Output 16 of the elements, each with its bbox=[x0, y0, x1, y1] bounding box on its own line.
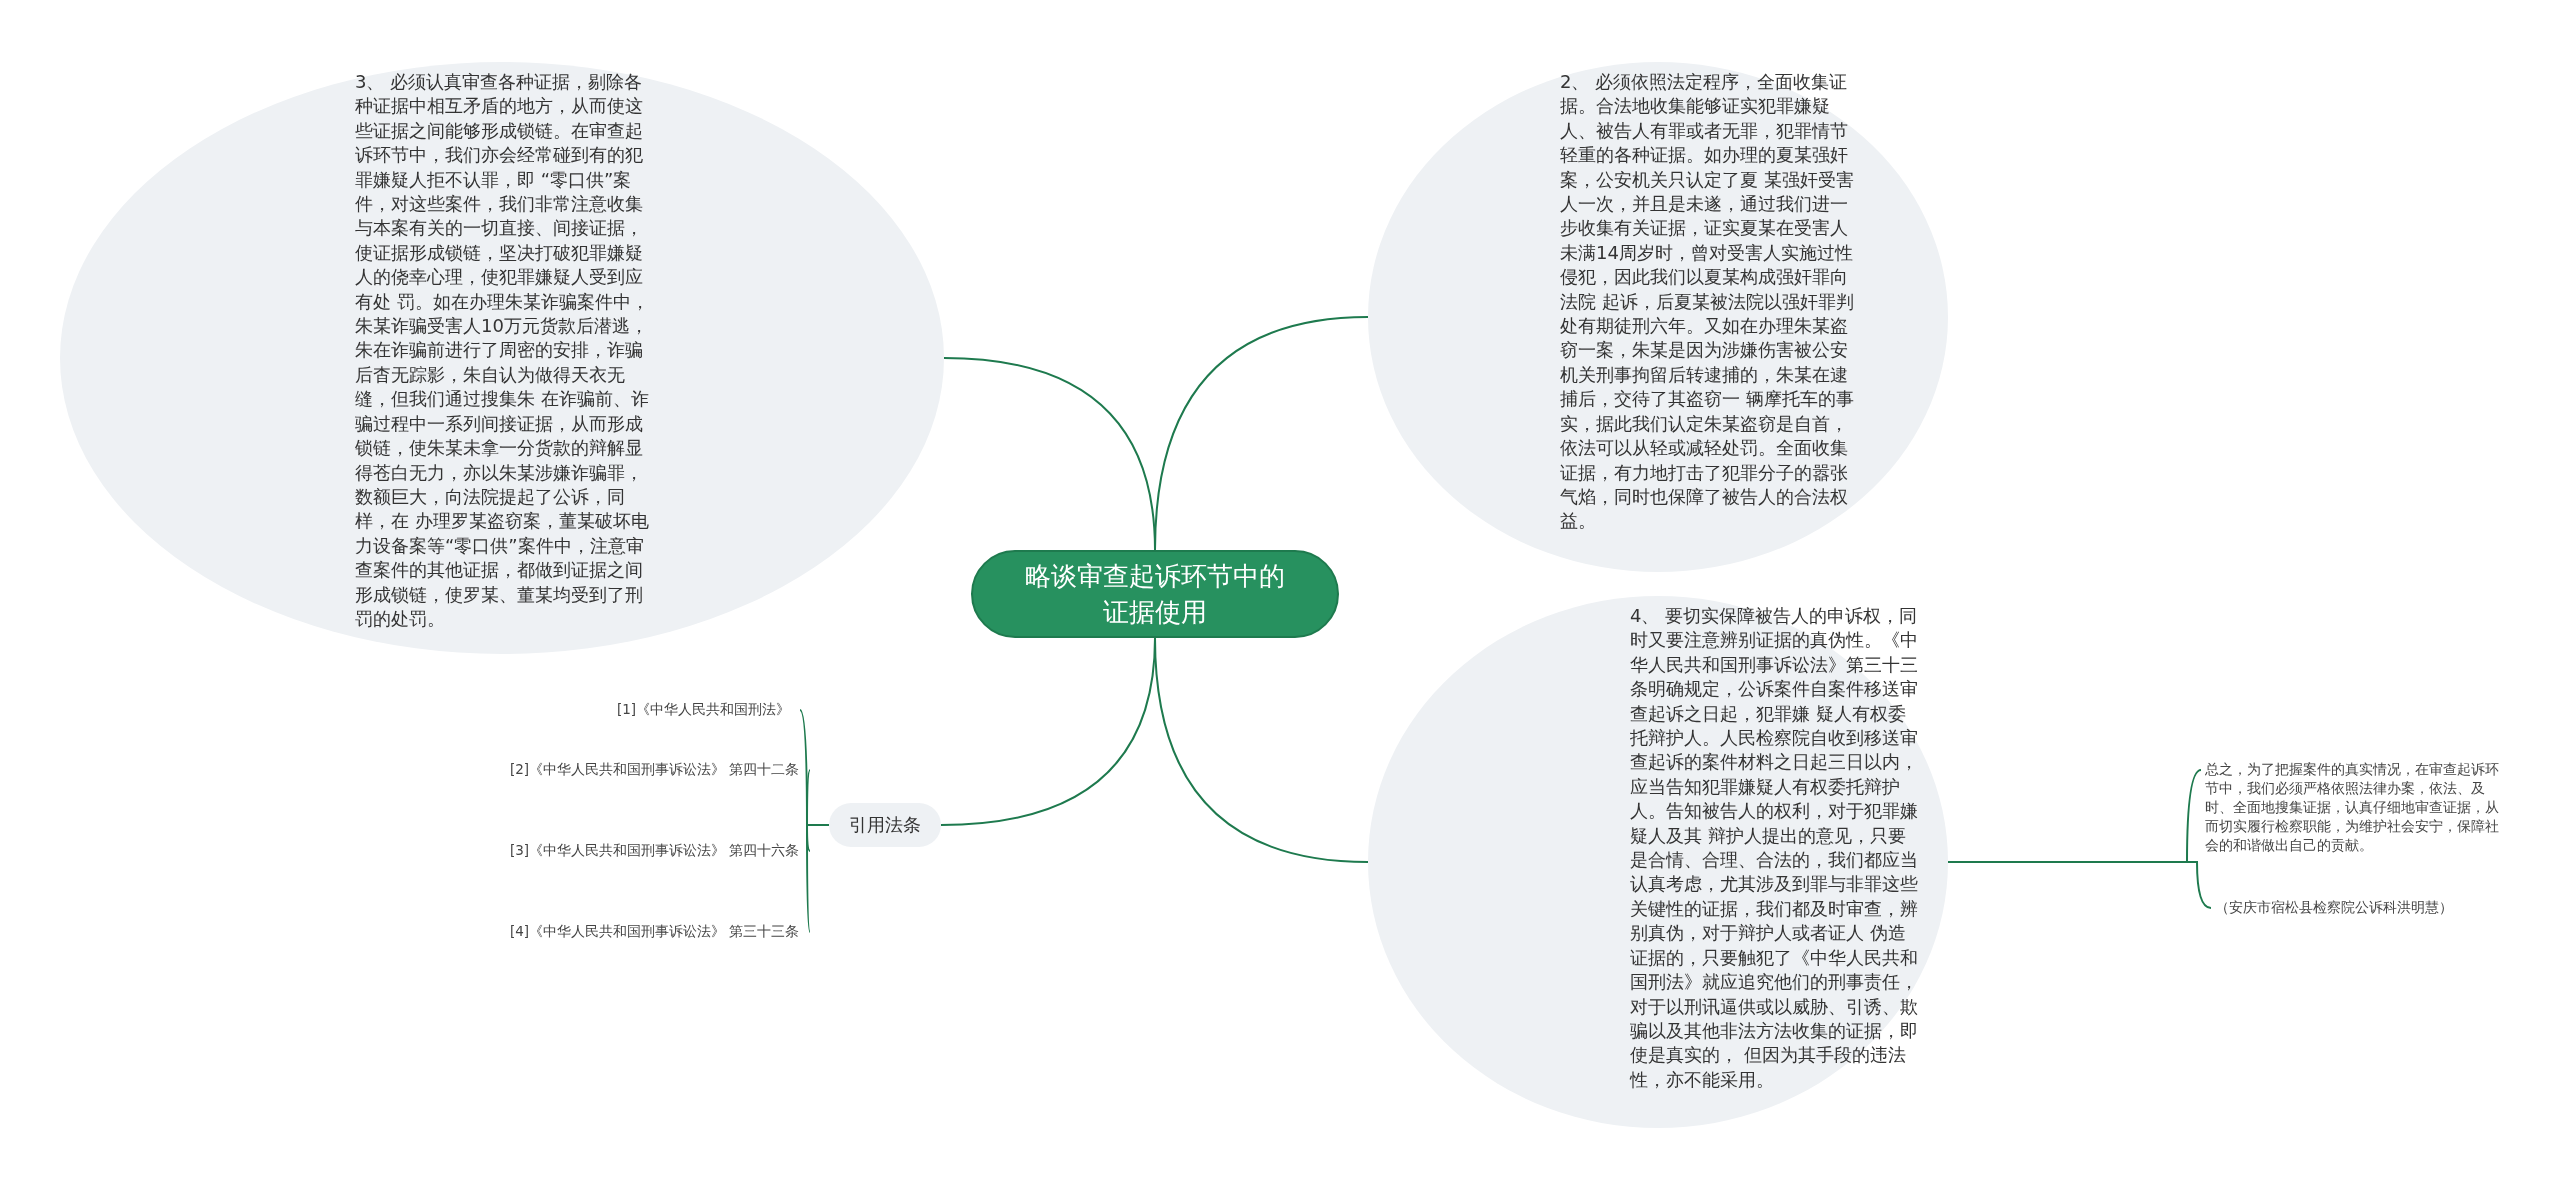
note-text: 总之，为了把握案件的真实情况，在审查起诉环节中，我们必须严格依照法律办案，依法、及时、全面地搜集证据，认真仔细地审查证据，从而切实履行检察职能，为维护社会安宁，保障社会的和谐做出自己的贡献。 bbox=[2205, 760, 2500, 855]
connector-line bbox=[940, 637, 1156, 826]
branch-pill bbox=[829, 803, 941, 847]
topic-label: 略谈审查起诉环节中的证据使用 bbox=[1024, 560, 1286, 629]
note-text: [3]《中华人民共和国刑事诉讼法》 第四十六条 bbox=[510, 841, 800, 860]
note-text: （安庆市宿松县检察院公诉科洪明慧） bbox=[2215, 898, 2454, 917]
connector-line bbox=[806, 824, 830, 933]
topic-label: 引用法条 bbox=[849, 813, 921, 837]
paragraph-text: 4、 要切实保障被告人的申诉权，同时又要注意辨别证据的真伪性。《中华人民共和国刑事诉讼法》第三十三条明确规定，公诉案件自案件移送审查起诉之日起，犯罪嫌 疑人有权委托辩护人。人民检察院自收到移送审查起诉的案件材料之日起三日以内，应当告知犯罪嫌疑人有权委托辩护人。告知被告人的权利，对于犯罪嫌疑人及其 辩护人提出的意见，只要是合情、合理、合法的，我们都应当认真考虑，尤其涉及到罪与非罪这些关键性的证据，我们都及时审查，辨别真伪，对于辩护人或者证人 伪造证据的，只要触犯了《中华人民共和国刑法》就应追究他们的刑事责任，对于以刑讯逼供或以威胁、引诱、欺骗以及其他非法方法收集的证据，即使是真实的， 但因为其手段的违法性，亦不能采用。 bbox=[1630, 604, 1919, 1092]
note-text: [2]《中华人民共和国刑事诉讼法》 第四十二条 bbox=[510, 760, 800, 779]
connector-line bbox=[1947, 861, 2212, 909]
connector-line bbox=[943, 357, 1156, 551]
paragraph-text: 2、 必须依照法定程序，全面收集证据。合法地收集能够证实犯罪嫌疑人、被告人有罪或者无罪，犯罪情节轻重的各种证据。如办理的夏某强奸案，公安机关只认定了夏 某强奸受害人一次，并且是未遂，通过我们进一步收集有关证据，证实夏某在受害人未满14周岁时，曾对受害人实施过性侵犯，因此我们以夏某构成强奸罪向法院 起诉，后夏某被法院以强奸罪判处有期徒刑六年。又如在办理朱某盗窃一案，朱某是因为涉嫌伤害被公安机关刑事拘留后转逮捕的，朱某在逮捕后，交待了其盗窃一 辆摩托车的事实，据此我们认定朱某盗窃是自首，依法可以从轻或减轻处罚。全面收集证据，有力地打击了犯罪分子的嚣张气焰，同时也保障了被告人的合法权益。 bbox=[1560, 70, 1855, 534]
note-text: [4]《中华人民共和国刑事诉讼法》 第三十三条 bbox=[510, 922, 800, 941]
paragraph-text: 3、 必须认真审查各种证据，剔除各种证据中相互矛盾的地方，从而使这些证据之间能够形成锁链。在审查起诉环节中，我们亦会经常碰到有的犯罪嫌疑人拒不认罪，即 “零口供”案件，对这些案件，我们非常注意收集与本案有关的一切直接、间接证据，使证据形成锁链，坚决打破犯罪嫌疑人的侥幸心理，使犯罪嫌疑人受到应有处 罚。如在办理朱某诈骗案件中，朱某诈骗受害人10万元货款后潜逃，朱在诈骗前进行了周密的安排，诈骗后杳无踪影，朱自认为做得天衣无缝，但我们通过搜集朱 在诈骗前、诈骗过程中一系列间接证据，从而形成锁链，使朱某未拿一分货款的辩解显得苍白无力，亦以朱某涉嫌诈骗罪，数额巨大，向法院提起了公诉，同样，在 办理罗某盗窃案，董某破坏电力设备案等“零口供”案件中，注意审查案件的其他证据，都做到证据之间形成锁链，使罗某、董某均受到了刑罚的处罚。 bbox=[355, 70, 650, 631]
note-text: [1]《中华人民共和国刑法》 bbox=[615, 700, 790, 719]
